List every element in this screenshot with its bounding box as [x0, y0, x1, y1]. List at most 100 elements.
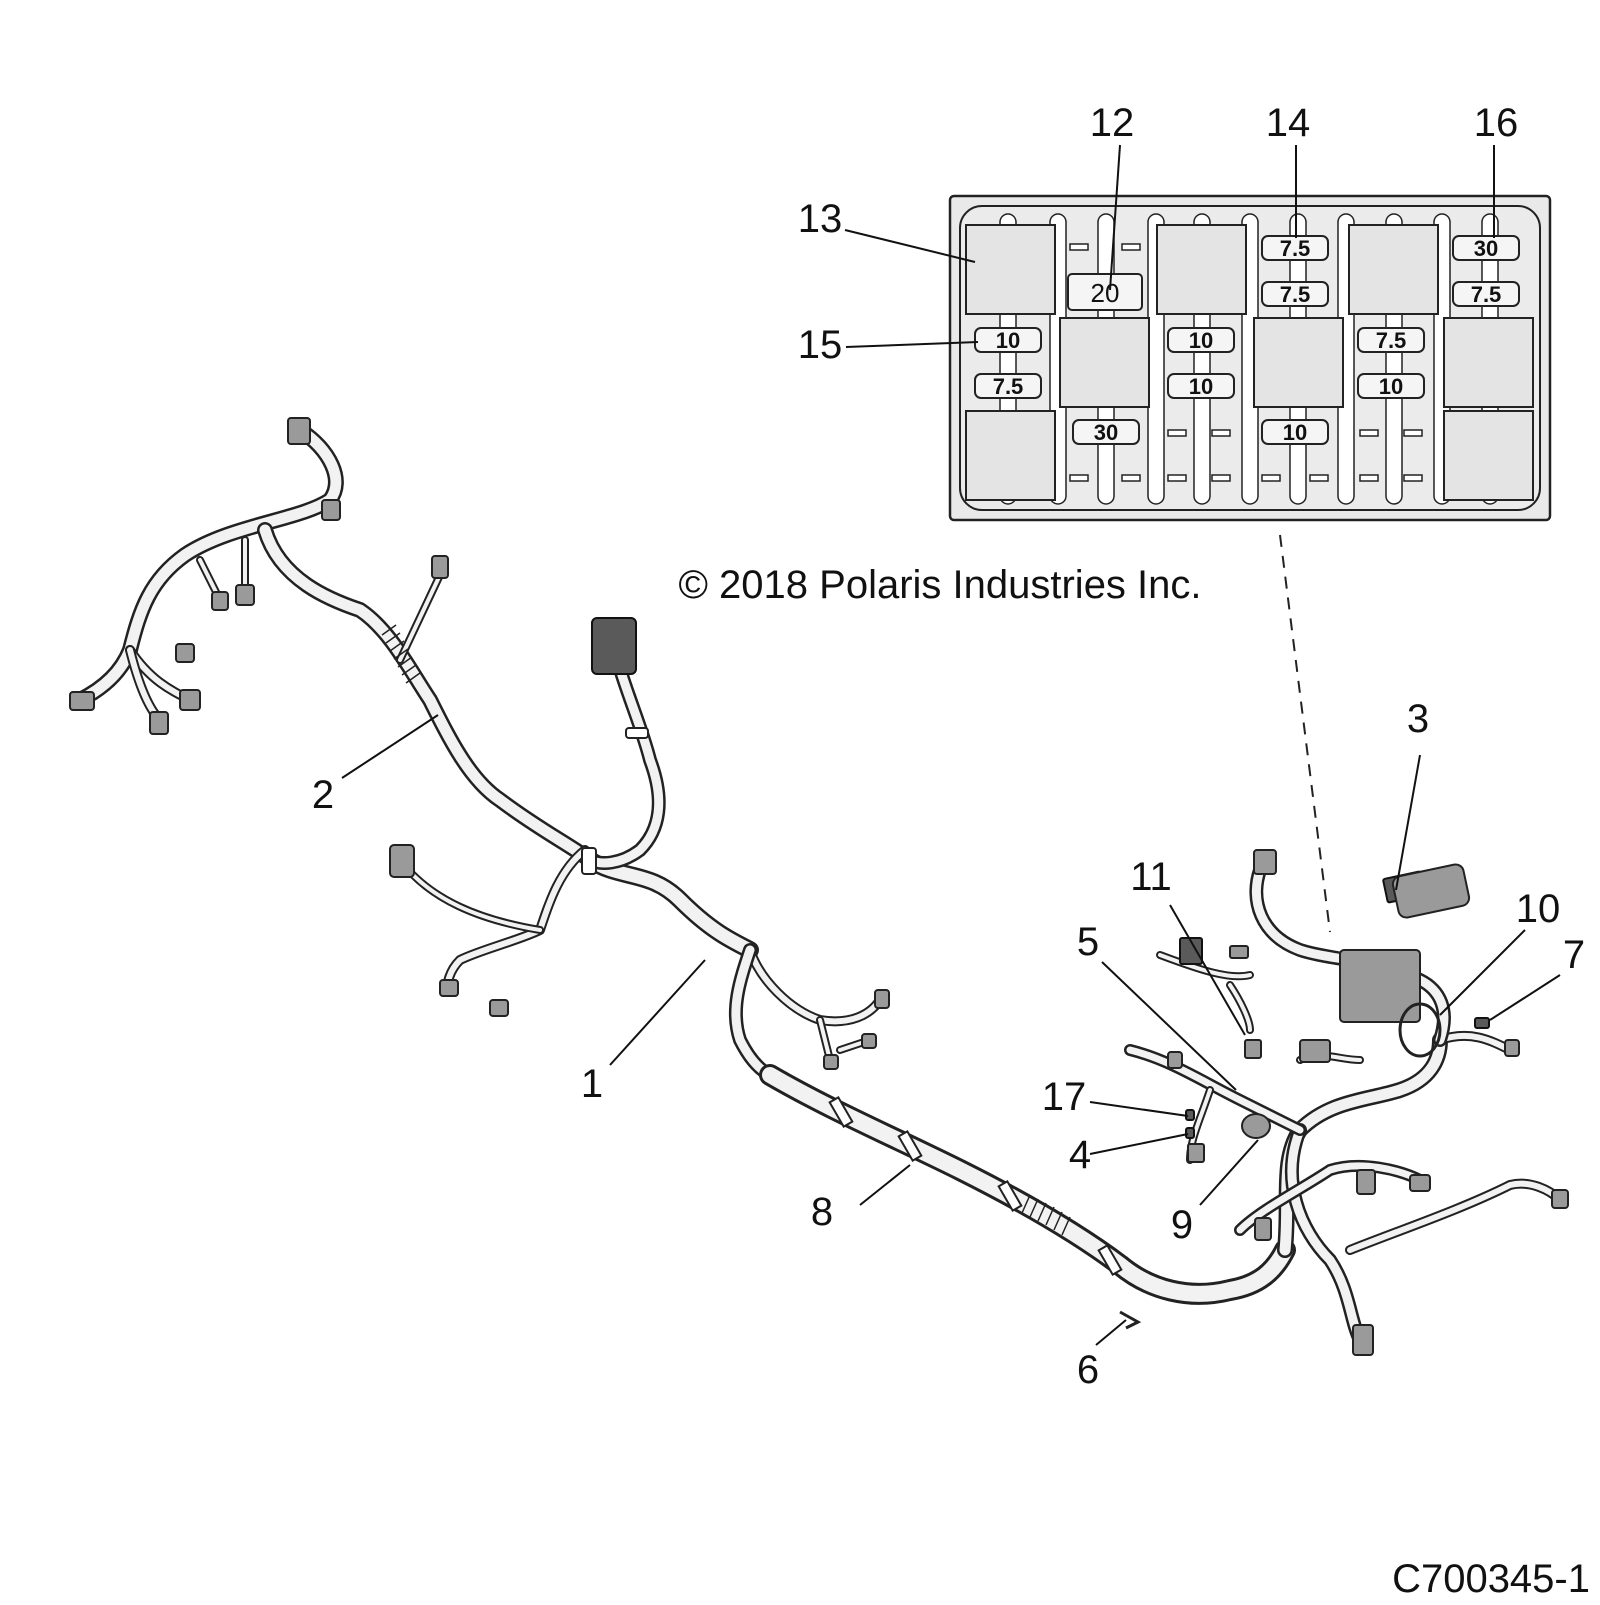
- fuse-rating: 7.5: [993, 374, 1024, 399]
- relays: [965, 224, 1534, 501]
- connector-icon: [823, 1054, 839, 1070]
- harness-2: [69, 417, 598, 868]
- connector-icon: [149, 711, 169, 735]
- connector-icon: [179, 689, 201, 711]
- connector-icon: [287, 417, 311, 445]
- fuse-rating: 30: [1474, 236, 1498, 261]
- connector-icon: [1299, 1039, 1331, 1063]
- grommet-10-icon: [1398, 1002, 1442, 1058]
- corrugated-sleeve: [381, 624, 421, 684]
- connector-icon: [389, 844, 415, 878]
- fuse-c1-row2: 7.5: [974, 373, 1042, 399]
- fuse-c4-row0b: 7.5: [1261, 281, 1329, 307]
- fuse-c3-row1: 10: [1167, 327, 1235, 353]
- grommet-9-icon: [1241, 1113, 1271, 1139]
- relay: [1348, 224, 1439, 315]
- callout-15: 15: [798, 323, 843, 367]
- callout-2: 2: [312, 773, 334, 817]
- fuse-c1-row1: 10: [974, 327, 1042, 353]
- fuse-rating: 30: [1094, 420, 1118, 445]
- clip-icon: [897, 1130, 923, 1162]
- fuse-c6-row0b: 7.5: [1452, 281, 1520, 307]
- relay: [965, 410, 1056, 501]
- callout-6: 6: [1077, 1348, 1099, 1392]
- connector-icon: [874, 989, 890, 1009]
- connector-icon: [1254, 1217, 1272, 1241]
- fuse-c3-row2: 10: [1167, 373, 1235, 399]
- connector-icon: [1253, 849, 1277, 875]
- clip-icon: [581, 847, 597, 875]
- fuse-rating: 7.5: [1280, 282, 1311, 307]
- fuse-rating: 10: [1379, 374, 1403, 399]
- callout-10: 10: [1516, 887, 1561, 931]
- fuse-c4-row0a: 7.5: [1261, 235, 1329, 261]
- callout-11: 11: [1130, 855, 1172, 899]
- harness-rear: [1124, 849, 1569, 1356]
- callout-5: 5: [1077, 920, 1099, 964]
- connector-icon: [175, 643, 195, 663]
- callout-9: 9: [1171, 1203, 1193, 1247]
- connector-icon: [431, 555, 449, 579]
- connector-icon: [211, 591, 229, 611]
- connector-icon: [1167, 1051, 1183, 1069]
- relay: [1443, 410, 1534, 501]
- callout-12: 12: [1090, 101, 1135, 145]
- connector-icon: [1244, 1039, 1262, 1059]
- figure-id: C700345-1: [1392, 1557, 1590, 1600]
- clip-icon: [997, 1180, 1023, 1212]
- clip-icon: [1097, 1244, 1123, 1276]
- detail-link-line: [1279, 534, 1331, 933]
- connector-icon: [1409, 1174, 1431, 1192]
- relay: [965, 224, 1056, 315]
- fuse-box-detail: 10 7.5 20 30 10 10: [948, 194, 1552, 522]
- clip-icon: [625, 727, 649, 739]
- callout-16: 16: [1474, 101, 1519, 145]
- relay: [1059, 317, 1150, 408]
- harness-8: [759, 1064, 1296, 1330]
- fuse-c5-row1: 7.5: [1357, 327, 1425, 353]
- callout-3: 3: [1407, 697, 1429, 741]
- fuse-cover-icon: [1391, 863, 1471, 919]
- fuse-rating: 7.5: [1471, 282, 1502, 307]
- connector-icon: [439, 979, 459, 997]
- fuse-rating: 7.5: [1376, 328, 1407, 353]
- relay: [1443, 317, 1534, 408]
- fuse-box-icon: [1339, 949, 1421, 1023]
- fuse-c6-row0a: 30: [1452, 235, 1520, 261]
- copyright-notice: © 2018 Polaris Industries Inc.: [678, 563, 1201, 607]
- pin-4-icon: [1185, 1127, 1195, 1139]
- clip-6-icon: [1119, 1310, 1142, 1330]
- connector-icon: [321, 499, 341, 521]
- callout-1: 1: [581, 1062, 603, 1106]
- connector-icon: [1187, 1143, 1205, 1163]
- connector-icon: [1352, 1324, 1374, 1356]
- leader-lines: [341, 144, 1561, 1346]
- fuse-rating: 10: [1283, 420, 1307, 445]
- fuse-c2-row0: 20: [1067, 273, 1143, 311]
- callout-13: 13: [798, 197, 843, 241]
- callout-17: 17: [1042, 1075, 1087, 1119]
- connector-icon: [235, 584, 255, 606]
- connector-icon: [1356, 1169, 1376, 1195]
- connector-icon: [1551, 1189, 1569, 1209]
- relay: [1253, 317, 1344, 408]
- connector-icon: [1504, 1039, 1520, 1057]
- main-connector-icon: [591, 617, 637, 675]
- fuse-c5-row2: 10: [1357, 373, 1425, 399]
- callout-14: 14: [1266, 101, 1311, 145]
- callout-labels: 1 2 3 4 5 6 7 8 9 10 11 12 13 14 15 16 1…: [312, 101, 1585, 1392]
- relay: [1156, 224, 1247, 315]
- connector-icon: [489, 999, 509, 1017]
- connector-icon: [69, 691, 95, 711]
- relay-11-icon: [1179, 937, 1203, 965]
- harness-1: [389, 617, 890, 1082]
- harness-drawing: [69, 417, 1569, 1356]
- fuses: 10 7.5 20 30 10 10: [974, 235, 1520, 445]
- corrugated-sleeve: [1021, 1194, 1071, 1236]
- fuse-c2-row3: 30: [1072, 419, 1140, 445]
- callout-7: 7: [1563, 933, 1585, 977]
- callout-4: 4: [1069, 1133, 1091, 1177]
- plug-7-icon: [1474, 1017, 1490, 1029]
- connector-icon: [1229, 945, 1249, 959]
